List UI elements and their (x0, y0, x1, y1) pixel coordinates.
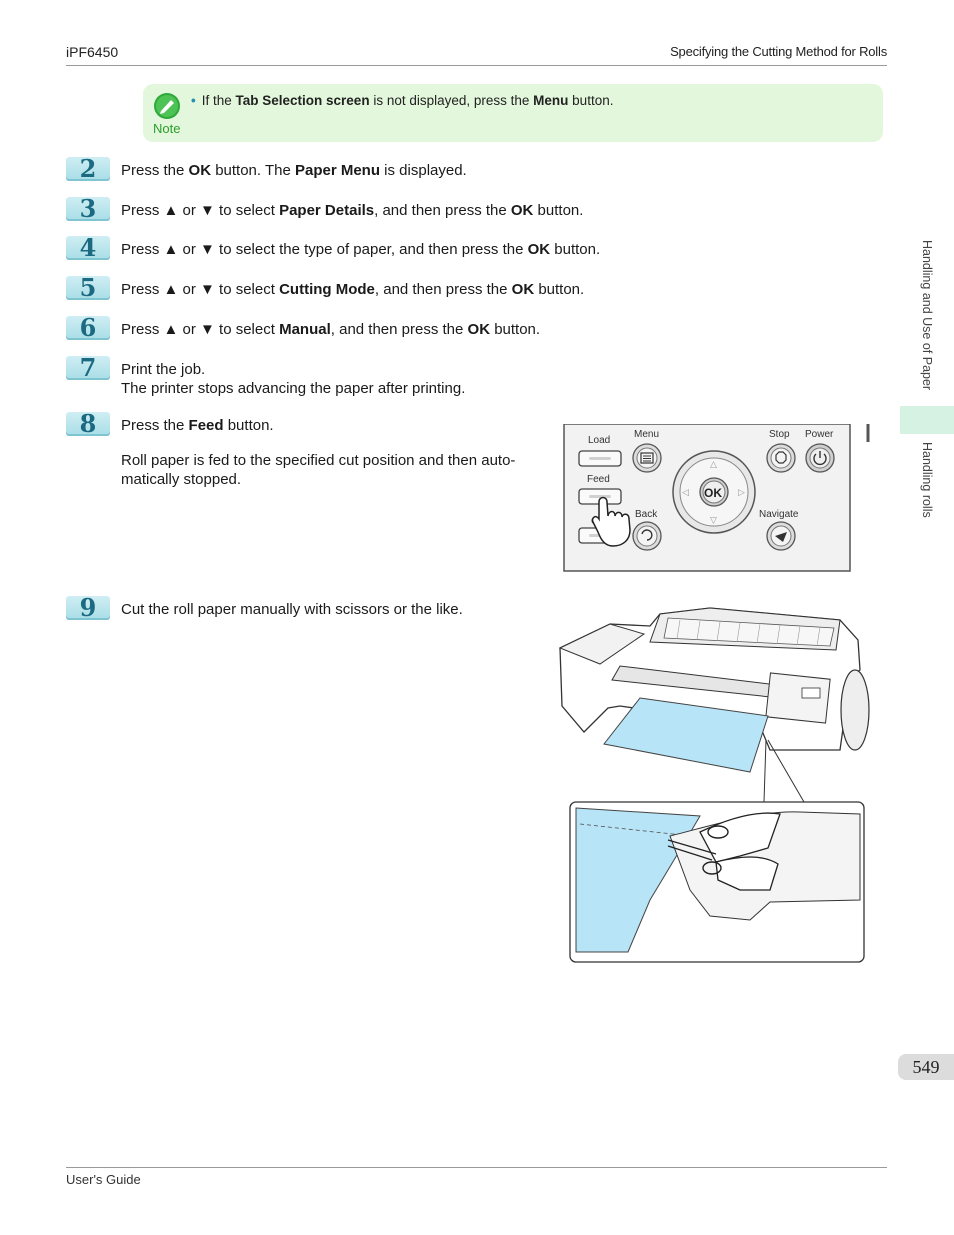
stop-label: Stop (769, 429, 790, 440)
note-text-part: is not displayed, press the (369, 93, 534, 108)
step-text: Press ▲ or ▼ to select Manual, and then … (121, 321, 541, 338)
menu-icon (640, 452, 654, 464)
feed-label: Feed (587, 474, 610, 485)
note-text: • If the Tab Selection screen is not disp… (191, 93, 613, 108)
header-section-title: Specifying the Cutting Method for Rolls (670, 44, 887, 59)
note-text-part: button. (568, 93, 614, 108)
step-number: 5 (66, 276, 110, 300)
pointing-hand-icon (591, 496, 631, 547)
note-term-tab-selection: Tab Selection screen (235, 93, 370, 108)
step-text: Press ▲ or ▼ to select Cutting Mode, and… (121, 281, 585, 298)
step-text: Press the Feed button. Roll paper is fed… (121, 417, 516, 488)
side-topic-label: Handling rolls (920, 442, 934, 518)
footer-text: User's Guide (66, 1172, 141, 1187)
footer-rule (66, 1167, 887, 1168)
step-number: 9 (66, 596, 110, 620)
navigate-icon (775, 532, 787, 542)
side-tab-marker (900, 406, 954, 434)
step-number: 2 (66, 157, 110, 181)
back-label: Back (635, 509, 658, 520)
power-icon (813, 453, 827, 466)
stop-icon (775, 451, 787, 464)
side-chapter-label: Handling and Use of Paper (920, 240, 934, 391)
step-text: Cut the roll paper manually with scissor… (121, 601, 463, 618)
step-text: Print the job. The printer stops advanci… (121, 361, 466, 397)
step-number: 4 (66, 236, 110, 260)
menu-label: Menu (634, 429, 659, 440)
note-label: Note (153, 121, 181, 136)
step-text: Press ▲ or ▼ to select Paper Details, an… (121, 202, 584, 219)
svg-text:◁: ◁ (682, 487, 689, 497)
note-box: Note • If the Tab Selection screen is not… (143, 84, 883, 142)
power-label: Power (805, 429, 834, 440)
step-number: 7 (66, 356, 110, 380)
note-text-part: If the (201, 93, 236, 108)
header-rule (66, 65, 887, 66)
load-label: Load (588, 435, 610, 446)
printer-cutting-illustration (558, 607, 870, 963)
ok-label: OK (704, 486, 722, 500)
step-text: Press the OK button. The Paper Menu is d… (121, 162, 467, 179)
step-text: Press ▲ or ▼ to select the type of paper… (121, 241, 601, 258)
back-arrow-icon (641, 529, 653, 541)
svg-text:△: △ (710, 459, 717, 469)
note-pencil-icon (154, 93, 180, 119)
step-number: 8 (66, 412, 110, 436)
step-number: 3 (66, 197, 110, 221)
svg-text:▷: ▷ (738, 487, 745, 497)
step-number: 6 (66, 316, 110, 340)
note-term-menu: Menu (533, 93, 569, 108)
scissors-icon (707, 825, 729, 839)
control-panel-illustration: Load Feed Cu Menu Back OK △ ▽ ◁ ▷ Stop P… (563, 424, 870, 572)
svg-text:▽: ▽ (710, 515, 717, 525)
navigate-label: Navigate (759, 509, 799, 520)
page-number: 549 (898, 1054, 954, 1080)
header-model: iPF6450 (66, 44, 119, 60)
note-bullet: • (191, 93, 196, 108)
